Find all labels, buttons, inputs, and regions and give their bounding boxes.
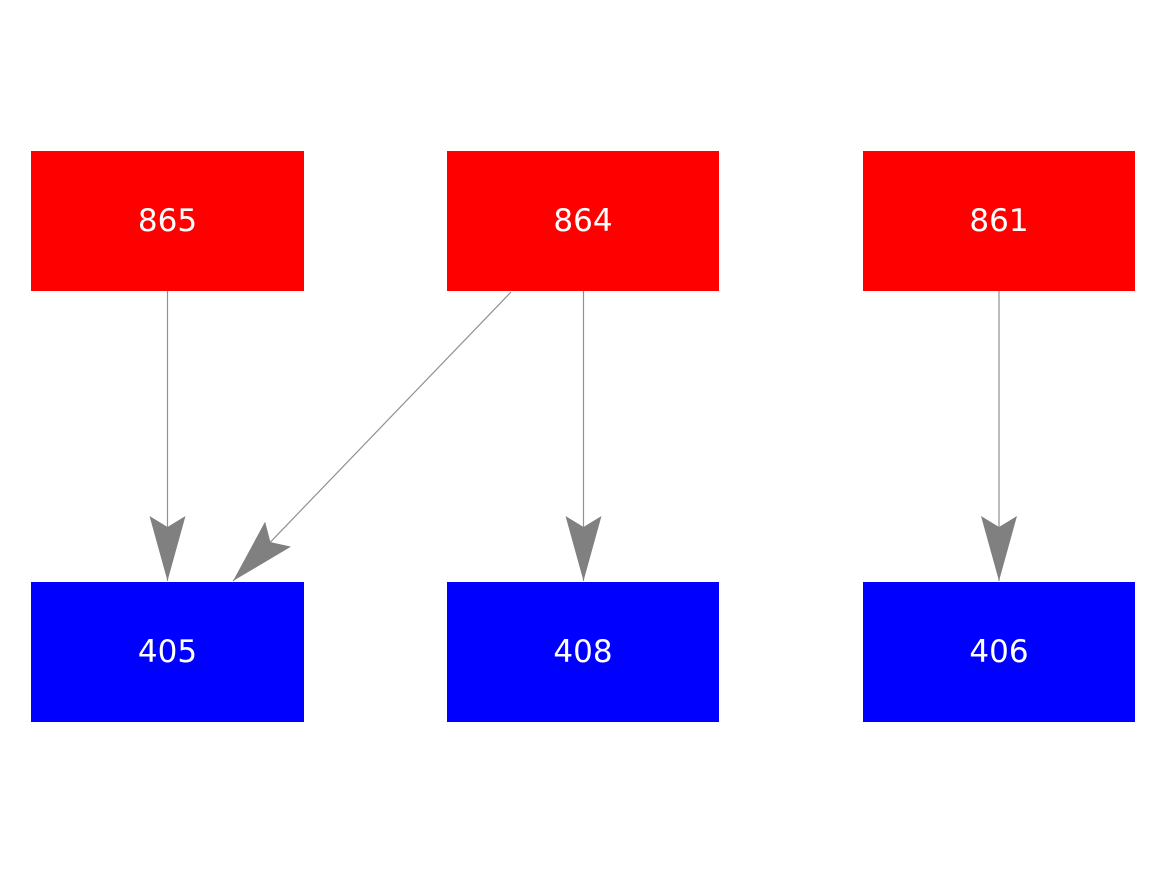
node-408-label: 408 [553,633,613,670]
node-864-label: 864 [553,202,613,239]
node-861: 861 [863,151,1135,291]
node-405: 405 [31,582,304,722]
node-865: 865 [31,151,304,291]
node-405-label: 405 [137,633,198,670]
edge-864-405 [232,291,512,582]
node-406-label: 406 [969,633,1029,670]
node-861-label: 861 [969,202,1029,239]
node-864: 864 [447,151,719,291]
node-406: 406 [863,582,1135,722]
node-408: 408 [447,582,719,722]
node-865-label: 865 [137,202,198,239]
